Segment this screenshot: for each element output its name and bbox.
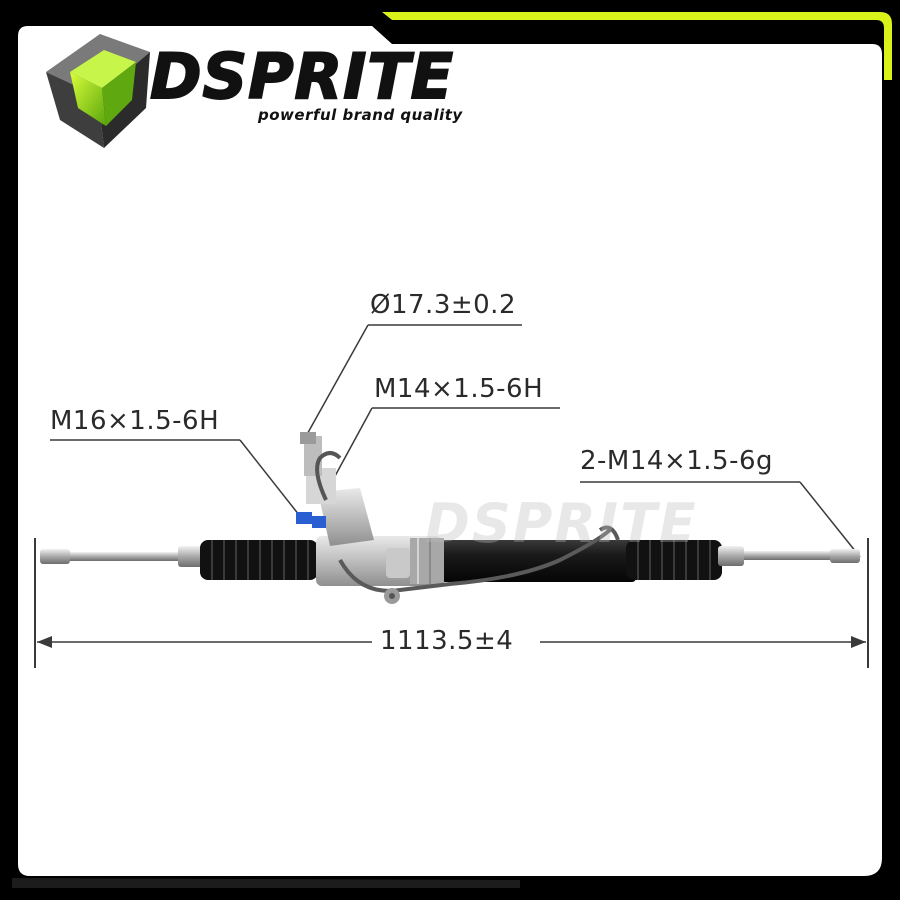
brand-tagline: powerful brand quality xyxy=(258,106,463,124)
overall-length-dimension xyxy=(34,538,869,668)
overall-length-label: 1113.5±4 xyxy=(380,626,514,656)
bore-diameter-label: Ø17.3±0.2 xyxy=(370,290,516,320)
tie-rod-thread-label: 2-M14×1.5-6g xyxy=(580,446,774,476)
watermark-text: DSPRITE xyxy=(425,492,698,555)
logo-cube-icon xyxy=(46,34,150,148)
white-panel xyxy=(18,26,882,876)
steering-rack-icon xyxy=(40,432,860,604)
port-thread-lower-label: M16×1.5-6H xyxy=(50,406,220,436)
accent-strip-top xyxy=(382,12,892,80)
brand-name: DSPRITE xyxy=(149,39,455,114)
port-thread-upper-label: M14×1.5-6H xyxy=(374,374,544,404)
